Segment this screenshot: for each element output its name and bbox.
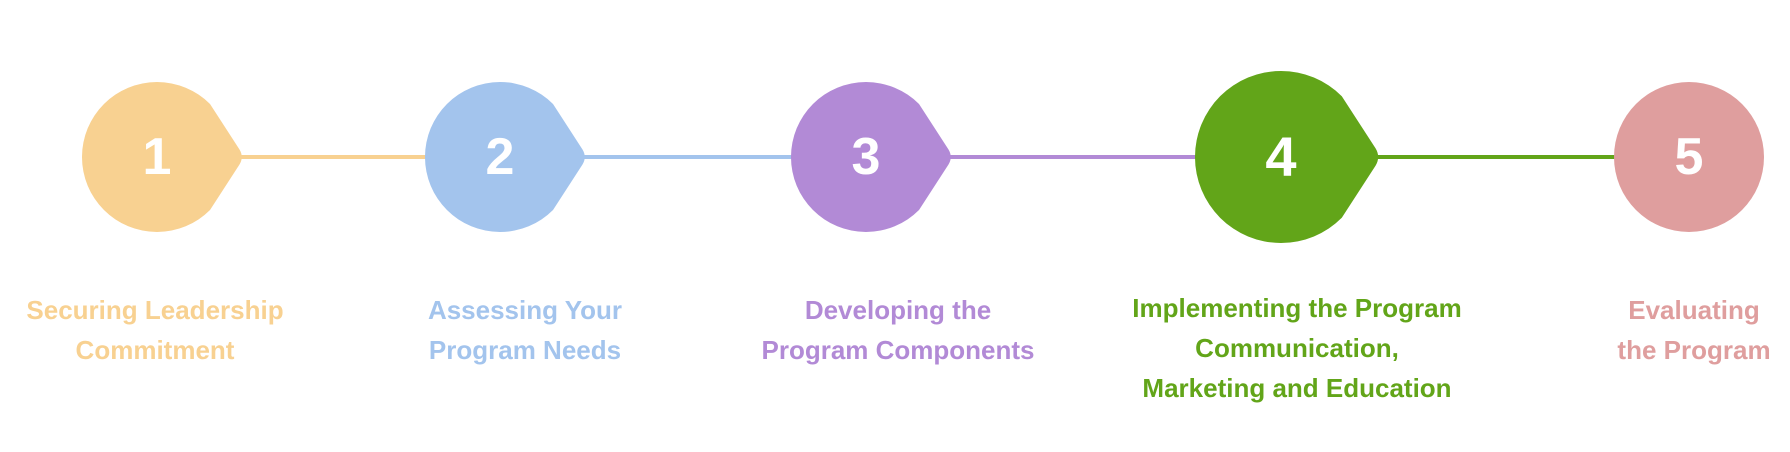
step-3-label: Developing the Program Components — [761, 290, 1034, 370]
connector-2-3 — [578, 155, 793, 159]
step-1-label-line-2: Commitment — [75, 335, 235, 365]
step-5-number: 5 — [1674, 128, 1704, 186]
connector-4-5 — [1371, 155, 1616, 159]
step-1-marker: 1 — [81, 81, 242, 232]
step-2-label-line-1: Assessing Your — [427, 295, 623, 325]
step-3-number: 3 — [851, 128, 881, 186]
step-5-shape — [1614, 82, 1764, 232]
step-1-number: 1 — [142, 128, 172, 186]
step-2-number: 2 — [485, 128, 515, 186]
step-2-shape — [424, 81, 585, 232]
step-1-label-line-1: Securing Leadership — [26, 295, 284, 325]
step-1-label: Securing Leadership Commitment — [26, 290, 283, 370]
step-4-shape — [1194, 70, 1379, 243]
step-5-label-line-1: Evaluating — [1628, 295, 1760, 325]
step-4-number: 4 — [1265, 125, 1297, 188]
step-3-marker: 3 — [790, 81, 951, 232]
step-4-label-line-3: Marketing and Education — [1142, 373, 1452, 403]
step-5-marker: 5 — [1614, 82, 1764, 232]
step-2-label: Assessing Your Program Needs — [428, 290, 622, 370]
step-1-shape — [81, 81, 242, 232]
step-4-marker: 4 — [1194, 70, 1379, 243]
step-2-label-line-2: Program Needs — [428, 335, 622, 365]
step-3-label-line-2: Program Components — [761, 335, 1035, 365]
connector-1-2 — [235, 155, 427, 159]
step-5-label-line-2: the Program — [1617, 335, 1771, 365]
step-4-label-line-2: Communication, — [1195, 333, 1399, 363]
step-2-marker: 2 — [424, 81, 585, 232]
step-3-label-line-1: Developing the — [804, 295, 992, 325]
connector-3-4 — [944, 155, 1197, 159]
step-5-label: Evaluating the Program — [1617, 290, 1770, 370]
step-3-shape — [790, 81, 951, 232]
step-4-label: Implementing the Program Communication, … — [1132, 288, 1461, 408]
step-4-label-line-1: Implementing the Program — [1132, 293, 1462, 323]
